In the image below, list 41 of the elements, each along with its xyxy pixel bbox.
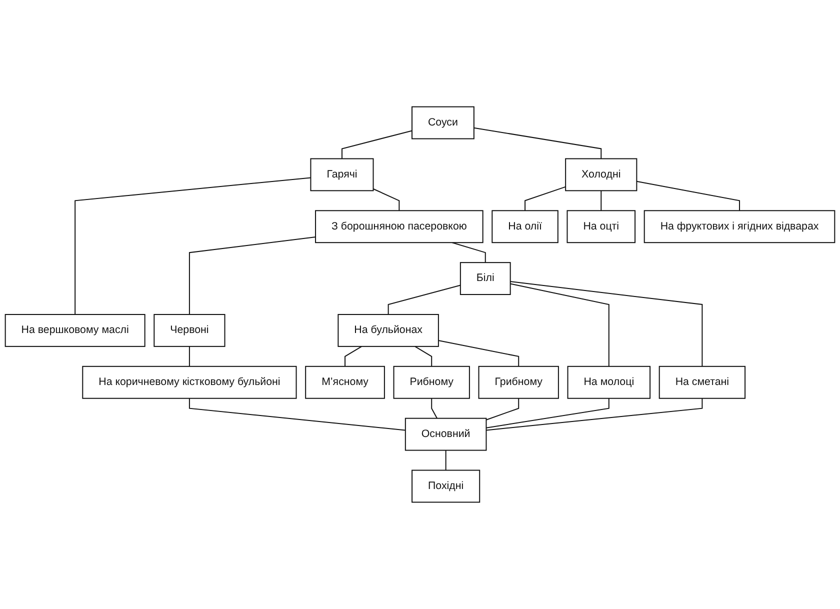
connector xyxy=(388,284,461,315)
node-box: На фруктових і ягідних відварах xyxy=(644,210,836,244)
node-box: На оцті xyxy=(566,210,636,244)
node-box: На бульйонах xyxy=(338,314,439,347)
connector xyxy=(74,177,312,315)
node-box: Червоні xyxy=(154,314,226,347)
node-box: На сметані xyxy=(658,366,746,399)
connector xyxy=(188,346,190,367)
connector xyxy=(438,340,520,367)
node-box: На олії xyxy=(492,210,558,244)
connector xyxy=(486,398,703,431)
node-box: Грибному xyxy=(478,366,559,399)
node-box: Рибному xyxy=(393,366,470,399)
connector xyxy=(510,283,610,367)
connector xyxy=(414,346,432,367)
node-box: Гарячі xyxy=(310,158,374,192)
node-box: Соуси xyxy=(412,106,474,140)
connector xyxy=(452,242,486,264)
connector xyxy=(524,186,566,212)
connector xyxy=(636,180,740,212)
connector xyxy=(188,398,406,431)
node-box: Основний xyxy=(404,418,487,451)
connector xyxy=(372,188,400,212)
connector xyxy=(445,450,446,471)
connector xyxy=(486,398,610,428)
node-box: Похідні xyxy=(412,470,480,503)
connector xyxy=(188,236,316,315)
connector xyxy=(344,346,362,367)
connector xyxy=(342,130,412,160)
node-box: На коричневому кістковому бульйоні xyxy=(82,366,297,399)
node-box: На молоці xyxy=(567,366,651,399)
connector xyxy=(600,190,602,212)
connector xyxy=(431,398,438,419)
node-box: Холодні xyxy=(565,158,638,192)
node-box: З борошняною пасеровкою xyxy=(315,210,484,244)
node-box: Білі xyxy=(460,262,511,296)
node-box: М’ясному xyxy=(305,366,385,399)
node-box: На вершковому маслі xyxy=(4,314,146,347)
connector xyxy=(510,281,703,367)
connector xyxy=(473,127,602,160)
connector xyxy=(486,398,520,420)
